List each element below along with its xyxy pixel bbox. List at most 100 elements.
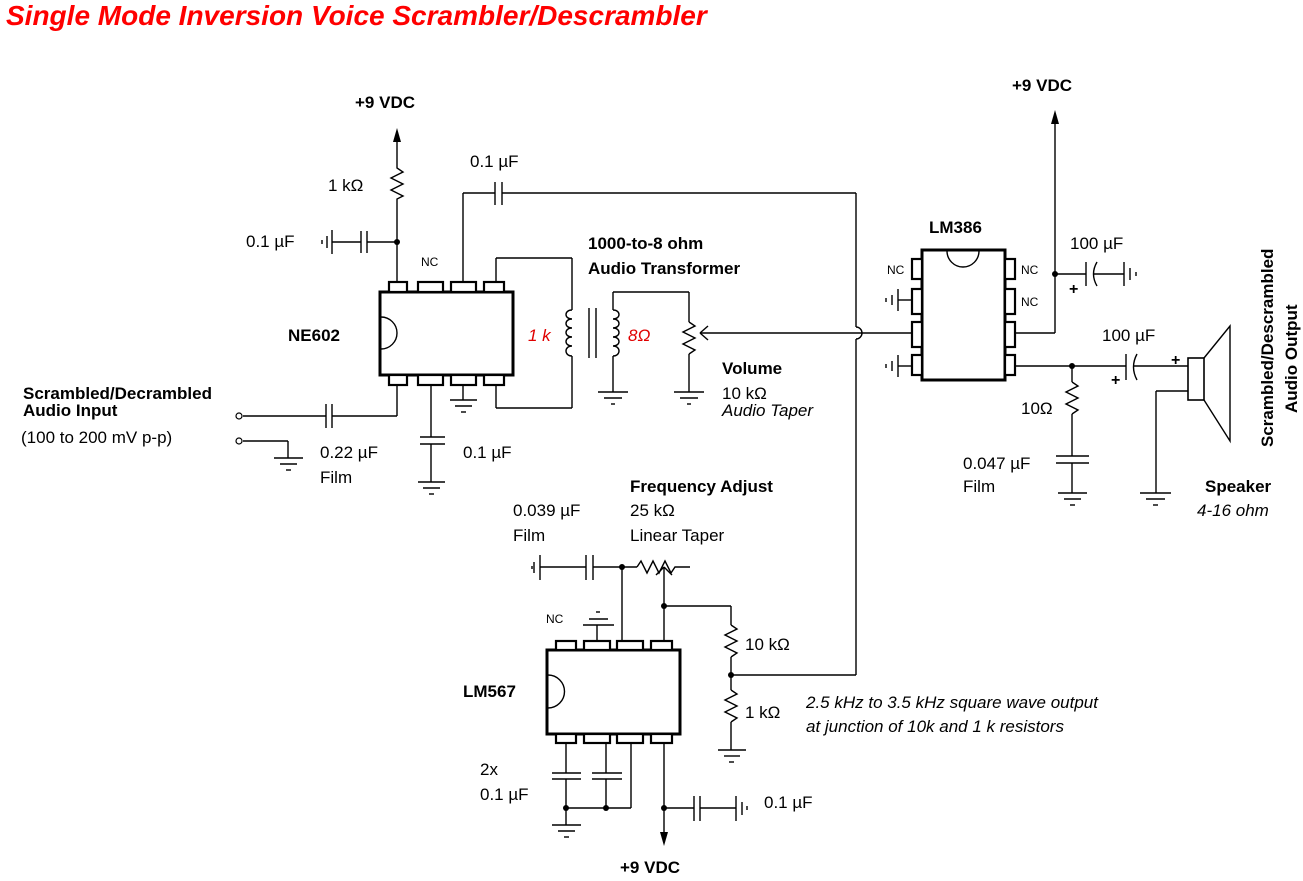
capacitor-icon bbox=[585, 555, 594, 580]
ground-icon bbox=[718, 749, 746, 763]
potentiometer-icon[interactable] bbox=[681, 321, 858, 355]
electrolytic-capacitor-icon bbox=[1125, 353, 1138, 381]
ne602-supply-label: +9 VDC bbox=[355, 93, 415, 112]
speaker-impedance-label: 4-16 ohm bbox=[1197, 501, 1269, 520]
c-zobel-value-label: 0.047 µF bbox=[963, 454, 1030, 473]
capacitor-icon bbox=[360, 231, 368, 253]
capacitor-icon bbox=[693, 796, 701, 821]
input-title-line2: Audio Input bbox=[23, 401, 118, 420]
ground-icon bbox=[674, 391, 704, 405]
c-lm567-value-label: 0.1 µF bbox=[480, 785, 529, 804]
ground-icon bbox=[1058, 492, 1087, 506]
ground-icon bbox=[321, 230, 333, 254]
lm386-section: LM386 NC NC NC +9 VDC bbox=[885, 76, 1301, 520]
c-ne602-pin-label: 0.1 µF bbox=[463, 443, 512, 462]
input-terminal-icon[interactable] bbox=[235, 437, 243, 445]
c-zobel-type-label: Film bbox=[963, 477, 995, 496]
volume-taper-label: Audio Taper bbox=[721, 401, 814, 420]
inductor-icon bbox=[612, 309, 620, 357]
input-title-line1: Scrambled/Decrambled bbox=[23, 384, 212, 403]
inductor-icon bbox=[565, 309, 573, 357]
ground-icon bbox=[418, 481, 445, 495]
ground-icon bbox=[1140, 492, 1171, 506]
transformer-secondary-label: 8Ω bbox=[628, 326, 650, 345]
capacitor-icon bbox=[552, 772, 581, 780]
ground-icon bbox=[531, 555, 541, 580]
ground-icon bbox=[274, 457, 303, 471]
c-timing-type-label: Film bbox=[513, 526, 545, 545]
polarity-plus: + bbox=[1069, 281, 1078, 298]
r-divider-bottom-label: 1 kΩ bbox=[745, 703, 780, 722]
chip-notch bbox=[946, 250, 980, 268]
speaker-title: Speaker bbox=[1205, 477, 1272, 496]
r-ne602-supply-label: 1 kΩ bbox=[328, 176, 363, 195]
resistor-icon bbox=[389, 165, 405, 201]
transformer-title-line1: 1000-to-8 ohm bbox=[588, 234, 703, 253]
ground-icon bbox=[885, 289, 899, 311]
supply-arrow-icon bbox=[393, 128, 401, 165]
nc-label: NC bbox=[1021, 263, 1039, 277]
resistor-icon bbox=[723, 624, 739, 658]
junction-dot bbox=[603, 805, 609, 811]
polarity-plus: + bbox=[1111, 372, 1120, 389]
input-terminal-icon[interactable] bbox=[235, 412, 243, 420]
freq-adjust-taper: Linear Taper bbox=[630, 526, 725, 545]
ne602-chip bbox=[378, 290, 515, 377]
potentiometer-icon[interactable] bbox=[636, 559, 690, 606]
volume-title: Volume bbox=[722, 359, 782, 378]
capacitor-icon bbox=[325, 404, 333, 428]
c-osc-coupling-label: 0.1 µF bbox=[470, 152, 519, 171]
c-input-type-label: Film bbox=[320, 468, 352, 487]
r-zobel-label: 10Ω bbox=[1021, 399, 1053, 418]
transformer-title-line2: Audio Transformer bbox=[588, 259, 740, 278]
nc-label: NC bbox=[546, 612, 564, 626]
ground-icon bbox=[450, 399, 477, 413]
oscillator-note-line2: at junction of 10k and 1 k resistors bbox=[806, 717, 1064, 736]
diagram-title: Single Mode Inversion Voice Scrambler/De… bbox=[6, 0, 707, 31]
capacitor-icon bbox=[1056, 455, 1089, 464]
capacitor-icon bbox=[494, 182, 503, 205]
c-ne602-bypass-label: 0.1 µF bbox=[246, 232, 295, 251]
supply-arrow-icon bbox=[660, 832, 668, 846]
freq-adjust-value: 25 kΩ bbox=[630, 501, 675, 520]
lm386-label: LM386 bbox=[929, 218, 982, 237]
r-divider-top-label: 10 kΩ bbox=[745, 635, 790, 654]
nc-label: NC bbox=[421, 255, 439, 269]
ground-icon bbox=[583, 611, 614, 626]
chip-notch bbox=[547, 674, 566, 709]
ne602-label: NE602 bbox=[288, 326, 340, 345]
output-title-line1: Scrambled/Descrambled bbox=[1258, 249, 1277, 447]
capacitor-icon bbox=[592, 772, 622, 780]
lm567-section: Frequency Adjust 25 kΩ Linear Taper 0.03… bbox=[463, 477, 1099, 877]
lm386-supply-label: +9 VDC bbox=[1012, 76, 1072, 95]
freq-adjust-title: Frequency Adjust bbox=[630, 477, 773, 496]
transformer-section: 1000-to-8 ohm Audio Transformer 1 k 8Ω bbox=[528, 234, 858, 420]
speaker-icon[interactable] bbox=[1187, 324, 1231, 444]
lm386-chip bbox=[920, 248, 1007, 382]
resistor-icon bbox=[723, 689, 739, 723]
ground-icon bbox=[885, 355, 899, 377]
ne602-section: +9 VDC 1 kΩ 0.1 µF bbox=[21, 93, 856, 495]
output-title-line2: Audio Output bbox=[1282, 304, 1301, 413]
polarity-plus: + bbox=[1171, 352, 1180, 369]
oscillator-bus bbox=[731, 193, 918, 676]
oscillator-note-line1: 2.5 kHz to 3.5 kHz square wave output bbox=[805, 693, 1099, 712]
lm567-supply-label: +9 VDC bbox=[620, 858, 680, 877]
junction-dot bbox=[563, 805, 569, 811]
lm567-label: LM567 bbox=[463, 682, 516, 701]
resistor-icon bbox=[1064, 381, 1080, 415]
c-input-value-label: 0.22 µF bbox=[320, 443, 378, 462]
c-lm386-supply-label: 100 µF bbox=[1070, 234, 1123, 253]
input-level-label: (100 to 200 mV p-p) bbox=[21, 428, 172, 447]
junction-dot bbox=[728, 672, 734, 678]
c-output-label: 100 µF bbox=[1102, 326, 1155, 345]
transformer-primary-label: 1 k bbox=[528, 326, 552, 345]
chip-notch bbox=[380, 316, 398, 350]
ground-icon bbox=[598, 391, 628, 405]
volume-value-label: 10 kΩ bbox=[722, 384, 767, 403]
c-lm567-count-label: 2x bbox=[480, 760, 498, 779]
c-lm567-bypass-label: 0.1 µF bbox=[764, 793, 813, 812]
ground-icon bbox=[552, 824, 581, 838]
nc-label: NC bbox=[1021, 295, 1039, 309]
